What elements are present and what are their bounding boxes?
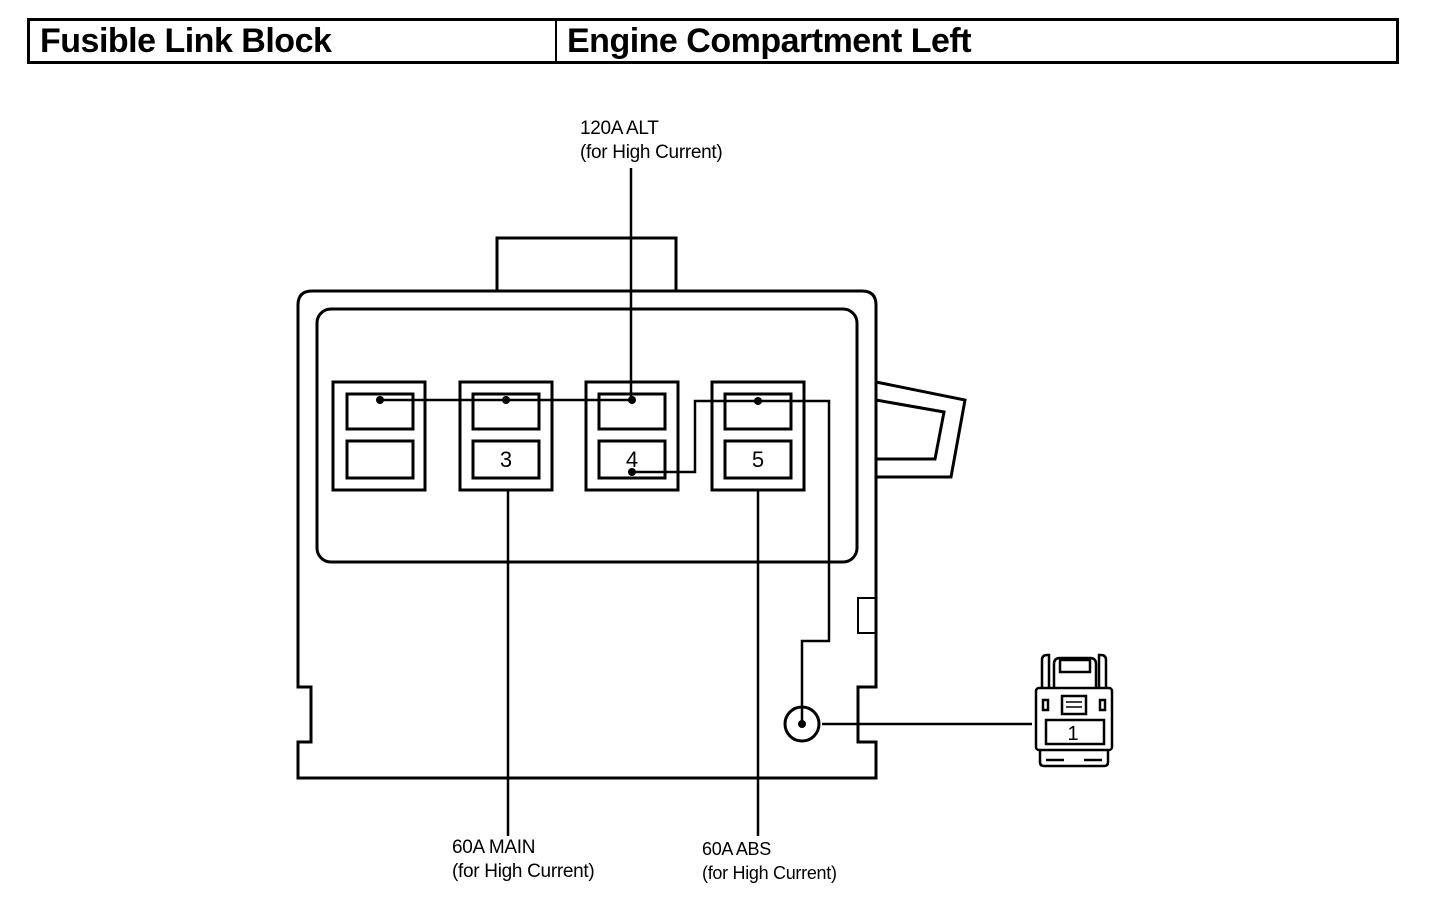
junction-dot <box>502 396 510 404</box>
connector-icon <box>1034 653 1114 768</box>
callout-abs-note: (for High Current) <box>702 863 837 883</box>
callout-abs: 60A ABS (for High Current) <box>702 837 837 885</box>
housing-side-tab <box>857 597 876 634</box>
housing-outline <box>296 289 878 780</box>
housing-side-latch <box>875 380 967 479</box>
fuse-slot-1 <box>331 380 427 492</box>
battery-terminal-icon <box>783 705 821 743</box>
component-location: Engine Compartment Left <box>567 21 972 60</box>
junction-dot <box>628 468 636 476</box>
callout-alt-rating: 120A ALT <box>580 118 659 139</box>
fuse-slot-5 <box>710 380 806 492</box>
junction-dot <box>754 397 762 405</box>
fuse-number-5: 5 <box>752 447 764 472</box>
callout-main: 60A MAIN (for High Current) <box>452 836 595 884</box>
housing-top-tab <box>495 236 678 291</box>
component-name: Fusible Link Block <box>30 21 557 61</box>
fuse-slot-3 <box>458 380 554 492</box>
callout-abs-rating: 60A ABS <box>702 839 771 859</box>
fuse-number-4: 4 <box>626 447 638 472</box>
junction-dot <box>628 396 636 404</box>
connector-pin-number: 1 <box>1067 723 1078 745</box>
fuse-slots <box>331 380 806 492</box>
callout-main-note: (for High Current) <box>452 861 595 882</box>
callout-main-rating: 60A MAIN <box>452 837 536 858</box>
junction-dot <box>376 396 384 404</box>
callout-alt-note: (for High Current) <box>580 142 723 163</box>
fuse4-to-fuse5-wire <box>632 399 831 724</box>
title-bar: Fusible Link Block Engine Compartment Le… <box>27 18 1399 64</box>
junction-dot <box>798 720 806 728</box>
housing-inner-panel <box>315 307 859 564</box>
callout-alt: 120A ALT (for High Current) <box>580 117 723 165</box>
fuse-number-3: 3 <box>500 447 512 472</box>
